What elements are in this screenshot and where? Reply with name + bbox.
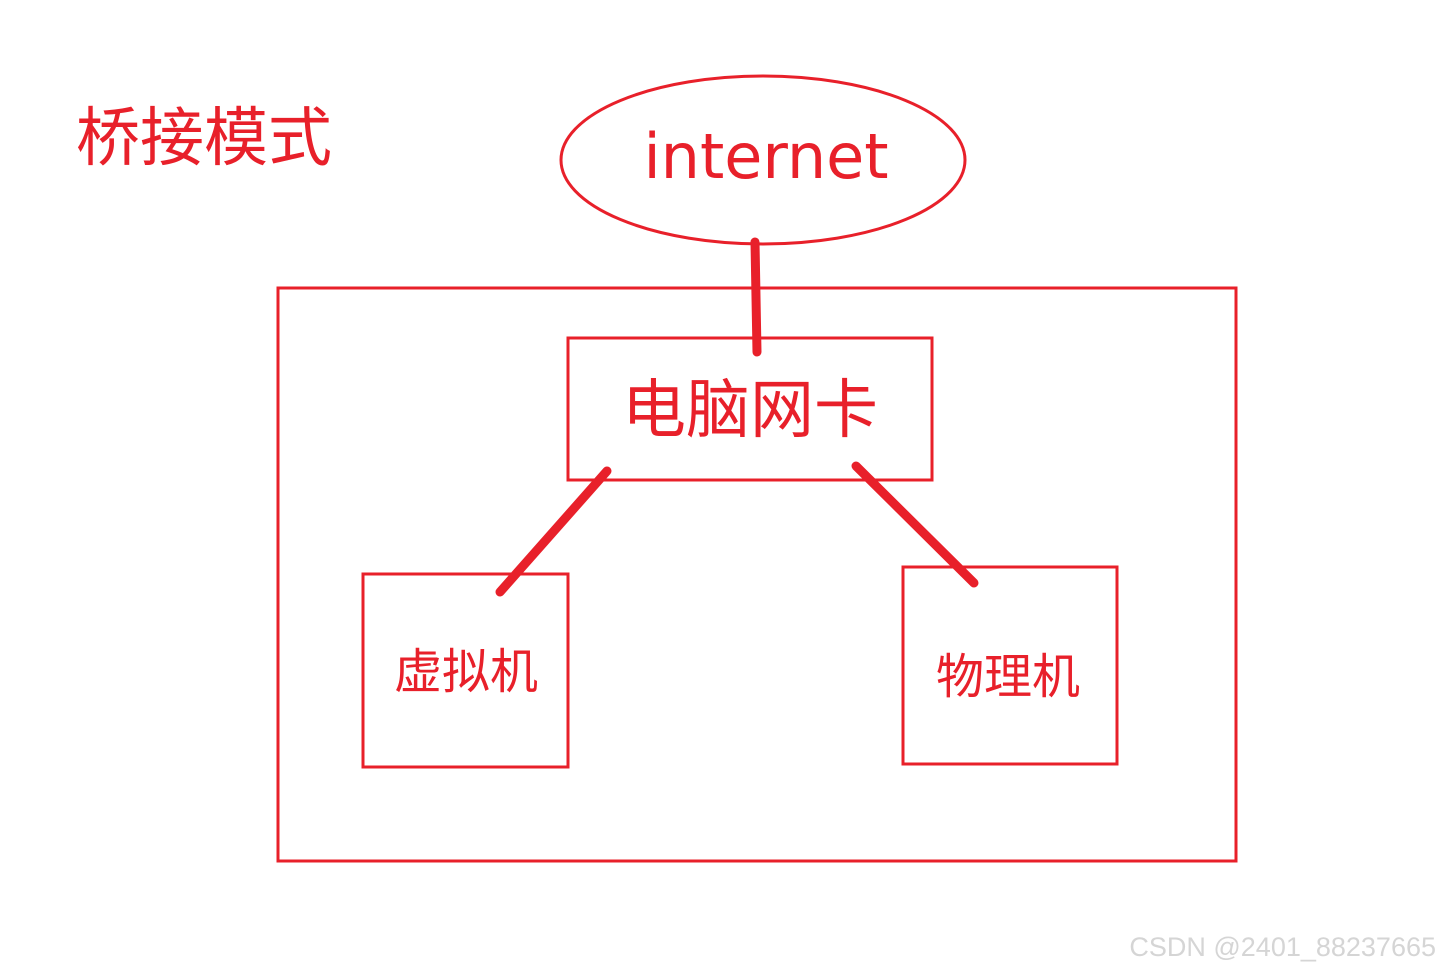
internet-ellipse [559, 74, 967, 246]
internet-to-nic-link [750, 237, 762, 357]
nic-to-vm-link [495, 466, 612, 597]
internet-label: internet [643, 120, 888, 193]
diagram-title: 桥接模式 [76, 102, 332, 176]
nic-label: 电脑网卡 [622, 374, 878, 448]
vm-label: 虚拟机 [394, 644, 538, 700]
nic-box [566, 336, 934, 482]
physical-label: 物理机 [936, 649, 1080, 705]
vm-box [361, 572, 570, 769]
watermark-text: CSDN @2401_88237665 [1129, 932, 1436, 962]
nic-to-physical-link [851, 461, 979, 588]
physical-box [901, 565, 1119, 766]
